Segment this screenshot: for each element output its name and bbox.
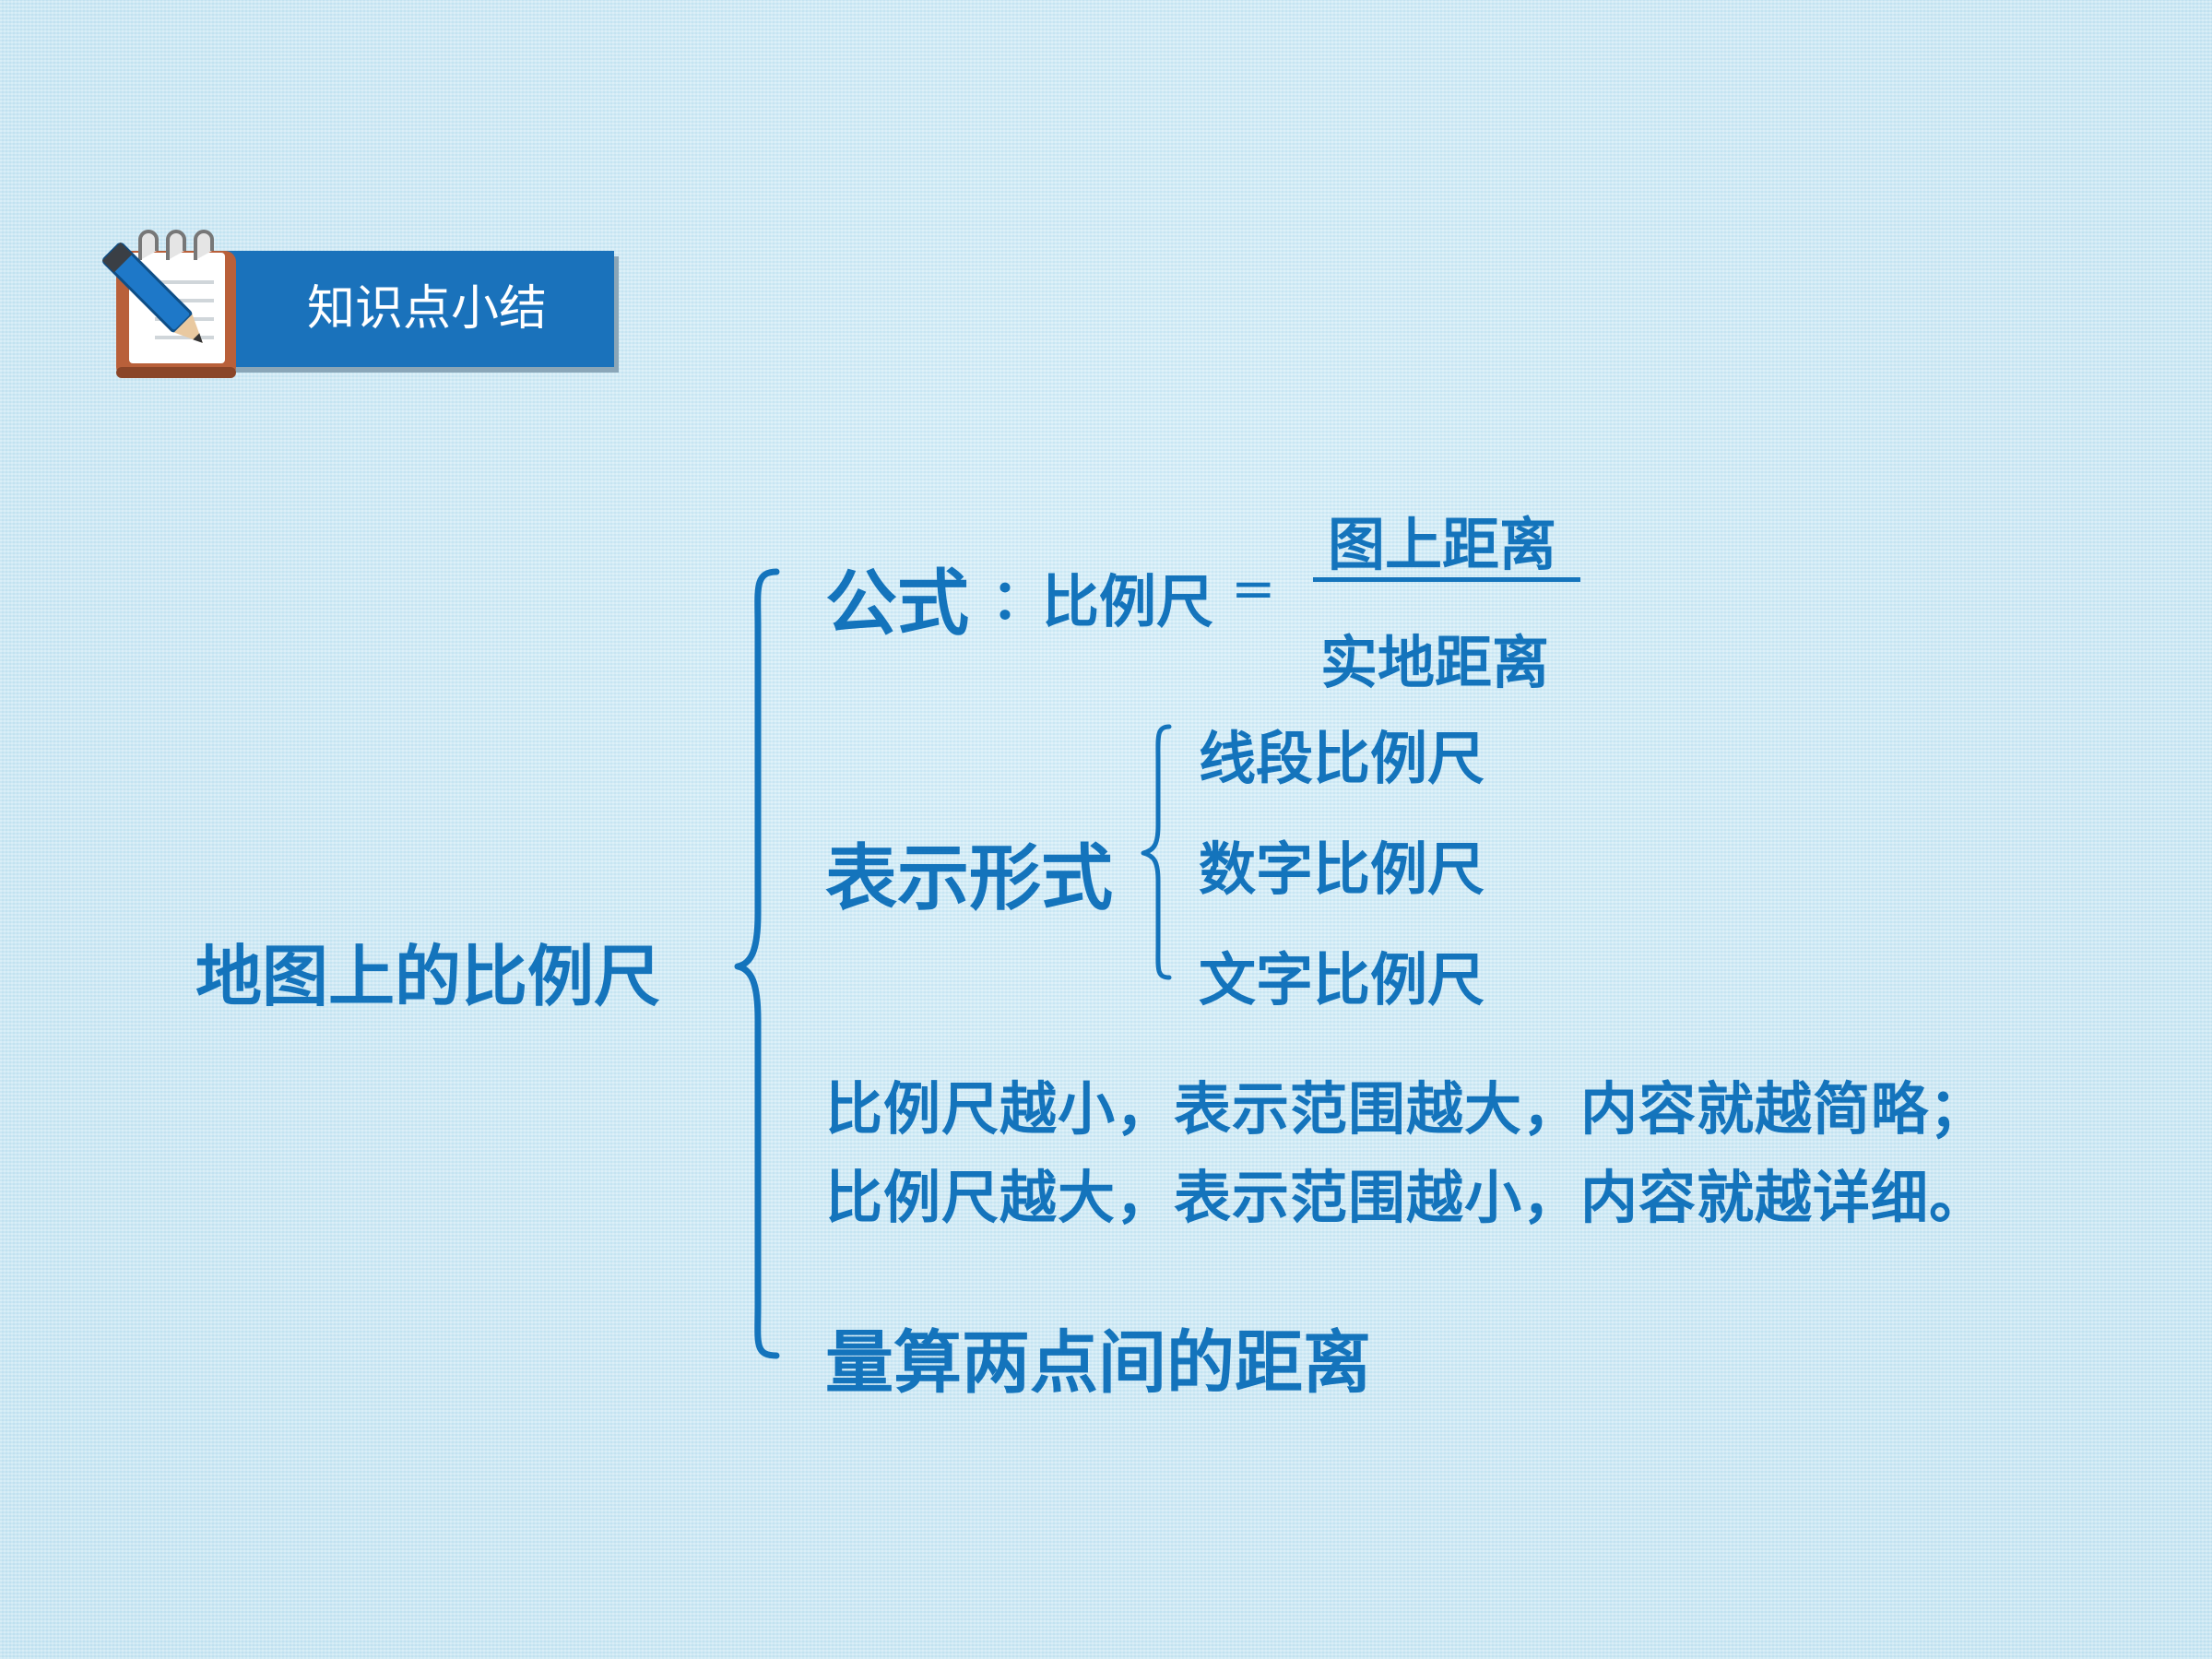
fraction-numerator: 图上距离 [1328,511,1557,578]
note-line-1: 比例尺越小，表示范围越大，内容就越简略； [825,1075,1988,1143]
formula-term: 比例尺 [1042,568,1214,635]
notebook-pencil-icon [101,230,236,378]
fraction-bar [1313,577,1580,582]
fraction-denominator: 实地距离 [1320,629,1550,696]
note-line-2: 比例尺越大，表示范围越小，内容就越详细。 [825,1164,1988,1231]
form-item-line-scale: 线段比例尺 [1199,725,1485,792]
formula-label: 公式 [825,563,970,646]
formula-equals: = [1231,557,1276,620]
forms-brace [1141,724,1172,980]
root-concept: 地图上的比例尺 [195,938,661,1015]
measure-label: 量算两点间的距离 [825,1323,1371,1403]
form-item-text-scale: 文字比例尺 [1199,946,1485,1013]
main-brace [734,568,780,1359]
form-item-numeric-scale: 数字比例尺 [1199,835,1485,903]
forms-label: 表示形式 [825,837,1114,920]
formula-colon: ： [991,568,1047,633]
section-title: 知识点小结 [307,281,548,337]
